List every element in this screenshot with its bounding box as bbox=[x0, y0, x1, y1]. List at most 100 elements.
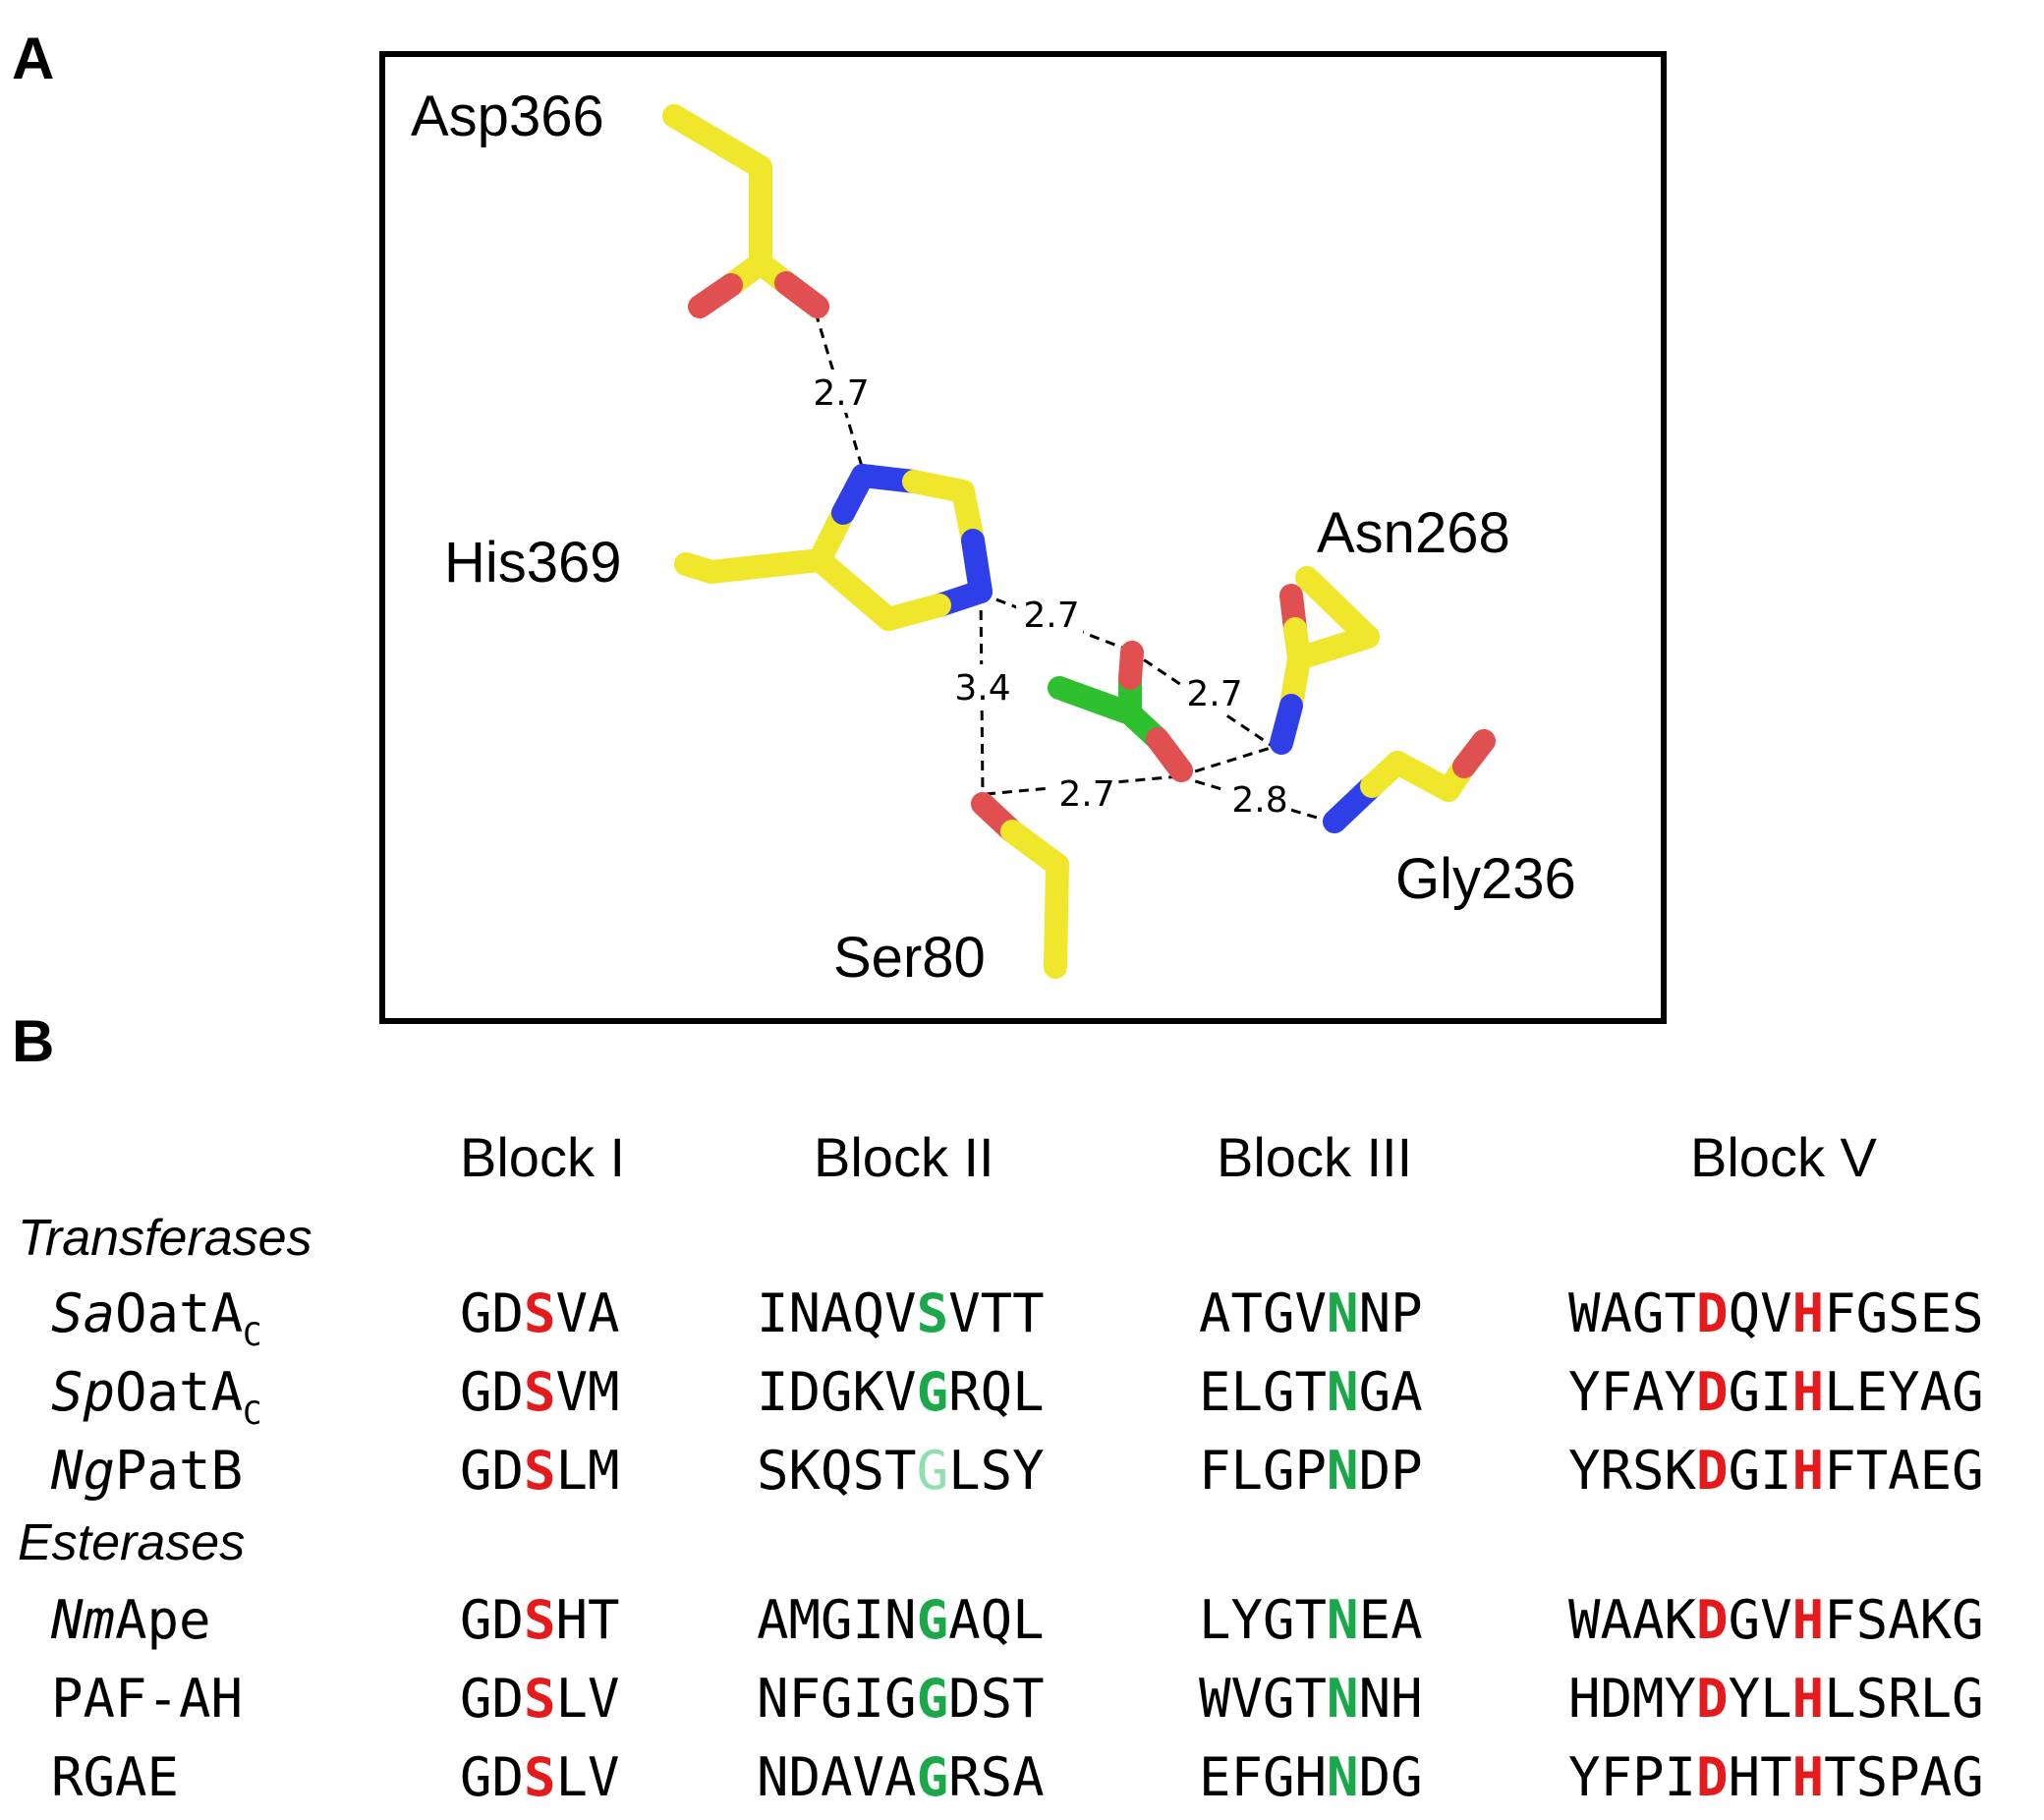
sequence-block-4: WAGTDQVHFGSES bbox=[1568, 1287, 1984, 1340]
domain-subscript: C bbox=[243, 1316, 262, 1353]
oxyanion-residue: N bbox=[1327, 1746, 1359, 1808]
residues: WAGT bbox=[1568, 1282, 1697, 1344]
distance-asp-his: 2.7 bbox=[813, 373, 869, 414]
sequence-block-3: ATGVNNP bbox=[1199, 1287, 1423, 1340]
residues: FGSES bbox=[1824, 1282, 1984, 1344]
residues: AQL bbox=[948, 1589, 1045, 1651]
label-asp366: Asp366 bbox=[411, 85, 604, 148]
panel-b-label: B bbox=[12, 1008, 55, 1074]
residues: NFGIG bbox=[757, 1668, 917, 1730]
sequence-block-1: GDSLV bbox=[460, 1751, 620, 1804]
residues: EFGH bbox=[1199, 1746, 1328, 1808]
oxyanion-residue: G bbox=[916, 1361, 949, 1423]
residues: ATGV bbox=[1199, 1282, 1328, 1344]
oxyanion-residue: S bbox=[916, 1282, 949, 1344]
catalytic-ser: S bbox=[524, 1361, 556, 1423]
catalytic-asp: D bbox=[1696, 1282, 1729, 1344]
sequence-name: NgPatB bbox=[51, 1445, 243, 1498]
block-header-3: Block III bbox=[1217, 1126, 1413, 1188]
panel-a-label: A bbox=[12, 26, 55, 91]
catalytic-his: H bbox=[1791, 1361, 1825, 1423]
ligand-sticks bbox=[1048, 641, 1193, 782]
distance-his-ser: 3.4 bbox=[954, 668, 1010, 709]
sequence-name: NmApe bbox=[51, 1594, 211, 1647]
oxyanion-residue: G bbox=[916, 1668, 949, 1730]
residues: GD bbox=[460, 1282, 525, 1344]
residues: DP bbox=[1358, 1440, 1423, 1502]
sequence-block-3: LYGTNEA bbox=[1199, 1594, 1423, 1647]
distance-ligand-asn: 2.7 bbox=[1186, 674, 1242, 714]
catalytic-asp: D bbox=[1696, 1668, 1729, 1730]
residues: DST bbox=[948, 1668, 1045, 1730]
residues: GV bbox=[1728, 1589, 1792, 1651]
catalytic-ser: S bbox=[524, 1589, 556, 1651]
catalytic-his: H bbox=[1791, 1589, 1825, 1651]
block-header-1: Block I bbox=[460, 1126, 626, 1188]
label-ser80: Ser80 bbox=[833, 926, 986, 990]
label-his369: His369 bbox=[444, 531, 622, 595]
residues: GD bbox=[460, 1746, 525, 1808]
sequence-block-3: FLGPNDP bbox=[1199, 1445, 1423, 1498]
residues: YRSK bbox=[1568, 1440, 1697, 1502]
residues: FSAKG bbox=[1824, 1589, 1984, 1651]
catalytic-ser: S bbox=[524, 1282, 556, 1344]
sequence-block-1: GDSHT bbox=[460, 1594, 620, 1647]
residues: GD bbox=[460, 1668, 525, 1730]
residues: WVGT bbox=[1199, 1668, 1328, 1730]
oxyanion-residue: G bbox=[916, 1440, 949, 1502]
residues: IDGKV bbox=[757, 1361, 917, 1423]
catalytic-asp: D bbox=[1696, 1361, 1729, 1423]
residues: ELGT bbox=[1199, 1361, 1328, 1423]
residues: INAQV bbox=[757, 1282, 917, 1344]
catalytic-asp: D bbox=[1696, 1440, 1729, 1502]
hydrogen-bonds bbox=[814, 312, 1337, 825]
protein-name: Ape bbox=[115, 1589, 211, 1651]
residues: LYGT bbox=[1199, 1589, 1328, 1651]
sequence-name: SpOatAC bbox=[51, 1366, 261, 1430]
residues: VTT bbox=[948, 1282, 1045, 1344]
residues: GA bbox=[1358, 1361, 1423, 1423]
sequence-block-4: HDMYDYLHLSRLG bbox=[1568, 1673, 1984, 1726]
gly236-sticks bbox=[1323, 729, 1496, 833]
residues: LSRLG bbox=[1824, 1668, 1984, 1730]
sequence-block-2: IDGKVGRQL bbox=[757, 1366, 1045, 1419]
sequence-block-3: EFGHNDG bbox=[1199, 1751, 1423, 1804]
ser80-sticks bbox=[971, 792, 1069, 979]
oxyanion-residue: N bbox=[1327, 1361, 1359, 1423]
label-gly236: Gly236 bbox=[1395, 847, 1576, 911]
species-prefix: Sa bbox=[51, 1282, 116, 1344]
sequence-block-3: ELGTNGA bbox=[1199, 1366, 1423, 1419]
residues: YFAY bbox=[1568, 1361, 1697, 1423]
distance-ligand-gly: 2.8 bbox=[1231, 780, 1287, 821]
residues: VA bbox=[555, 1282, 620, 1344]
residues: EA bbox=[1358, 1589, 1423, 1651]
residues: LV bbox=[555, 1668, 620, 1730]
oxyanion-residue: N bbox=[1327, 1440, 1359, 1502]
sequence-name: PAF-AH bbox=[51, 1673, 243, 1726]
species-prefix: Nm bbox=[51, 1589, 116, 1651]
catalytic-his: H bbox=[1791, 1282, 1825, 1344]
species-prefix: Ng bbox=[51, 1440, 116, 1502]
sequence-block-1: GDSVA bbox=[460, 1287, 620, 1340]
distance-his-ligand: 2.7 bbox=[1023, 596, 1079, 636]
residues: RSA bbox=[948, 1746, 1045, 1808]
sequence-block-2: INAQVSVTT bbox=[757, 1287, 1045, 1340]
oxyanion-residue: G bbox=[916, 1589, 949, 1651]
catalytic-ser: S bbox=[524, 1746, 556, 1808]
residues: FTAEG bbox=[1824, 1440, 1984, 1502]
sequence-block-2: NDAVAGRSA bbox=[757, 1751, 1045, 1804]
catalytic-asp: D bbox=[1696, 1589, 1729, 1651]
catalytic-his: H bbox=[1791, 1746, 1825, 1808]
residues: GI bbox=[1728, 1361, 1792, 1423]
catalytic-his: H bbox=[1791, 1440, 1825, 1502]
residues: GD bbox=[460, 1361, 525, 1423]
distance-ser-ligand: 2.7 bbox=[1058, 774, 1114, 815]
his369-sticks bbox=[674, 464, 993, 631]
catalytic-asp: D bbox=[1696, 1746, 1729, 1808]
